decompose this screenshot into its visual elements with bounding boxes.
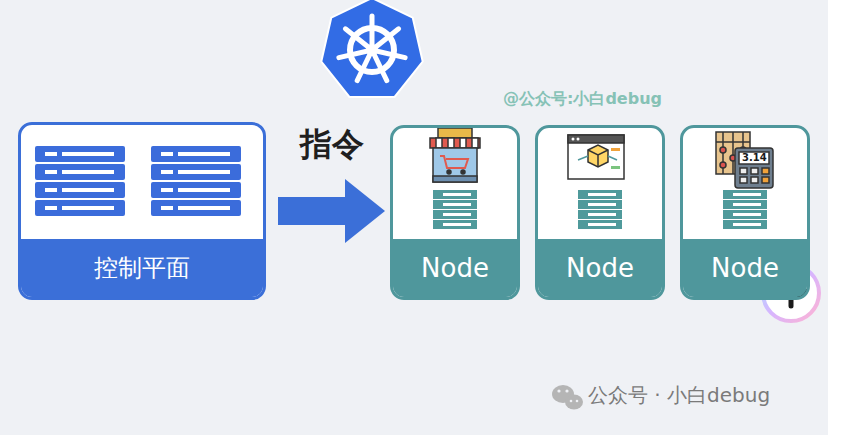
node-title: 控制平面 xyxy=(94,252,190,284)
title-band: 控制平面 xyxy=(21,239,263,297)
node-box: Node xyxy=(390,125,520,300)
title-band: Node xyxy=(538,239,662,297)
node-box: Node xyxy=(680,125,810,300)
edge-label: 指令 xyxy=(300,123,364,167)
watermark: @公众号:小白debug xyxy=(503,91,662,107)
node-title: Node xyxy=(421,253,489,283)
control-plane-box: 控制平面 xyxy=(18,122,266,300)
node-title: Node xyxy=(566,253,634,283)
title-band: Node xyxy=(683,239,807,297)
command-arrow xyxy=(278,179,385,243)
display-number: 3.14 xyxy=(742,153,767,163)
node-title: Node xyxy=(711,253,779,283)
title-band: Node xyxy=(393,239,517,297)
node-box: Node xyxy=(535,125,665,300)
watermark: 公众号 · 小白debug xyxy=(588,385,770,405)
